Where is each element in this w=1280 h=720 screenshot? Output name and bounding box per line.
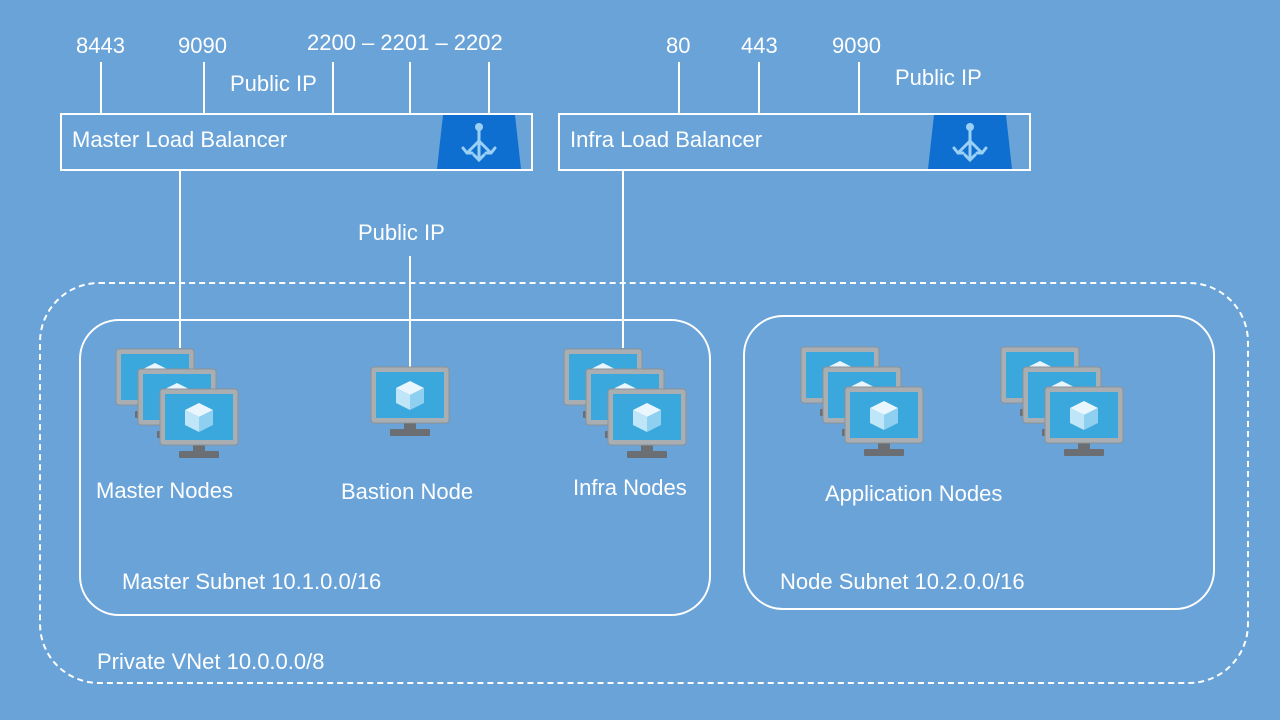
port-label-443: 443	[741, 33, 778, 58]
node-subnet	[743, 315, 1215, 610]
vm-icon	[1044, 386, 1124, 462]
node-subnet-label: Node Subnet 10.2.0.0/16	[780, 569, 1025, 594]
vm-icon	[159, 388, 239, 464]
infra-public-ip-label: Public IP	[895, 65, 982, 90]
master-load-balancer: Master Load Balancer	[60, 113, 533, 171]
port-label-9090: 9090	[178, 33, 227, 58]
private-vnet	[39, 282, 1249, 684]
master-nodes-label: Master Nodes	[96, 478, 233, 503]
master-subnet-label: Master Subnet 10.1.0.0/16	[122, 569, 382, 594]
bastion-node-label: Bastion Node	[341, 479, 474, 504]
port-label-8443: 8443	[76, 33, 125, 58]
infra-load-balancer: Infra Load Balancer	[558, 113, 1031, 171]
master-subnet	[79, 319, 711, 616]
port-label-2200-2202: 2200 – 2201 – 2202	[307, 30, 503, 55]
application-nodes-label: Application Nodes	[825, 481, 1003, 506]
vm-icon	[607, 388, 687, 464]
infra-nodes-label: Infra Nodes	[573, 475, 687, 500]
load-balancer-icon	[437, 115, 521, 169]
vm-icon	[844, 386, 924, 462]
vm-icon	[370, 366, 450, 442]
port-label-80: 80	[666, 33, 691, 58]
bastion-public-ip-label: Public IP	[358, 220, 445, 245]
vnet-label: Private VNet 10.0.0.0/8	[97, 649, 325, 674]
master-lb-title: Master Load Balancer	[72, 127, 288, 152]
load-balancer-icon	[928, 115, 1012, 169]
master-public-ip-label: Public IP	[230, 71, 317, 96]
port-label-9090-infra: 9090	[832, 33, 881, 58]
infra-lb-title: Infra Load Balancer	[570, 127, 763, 152]
